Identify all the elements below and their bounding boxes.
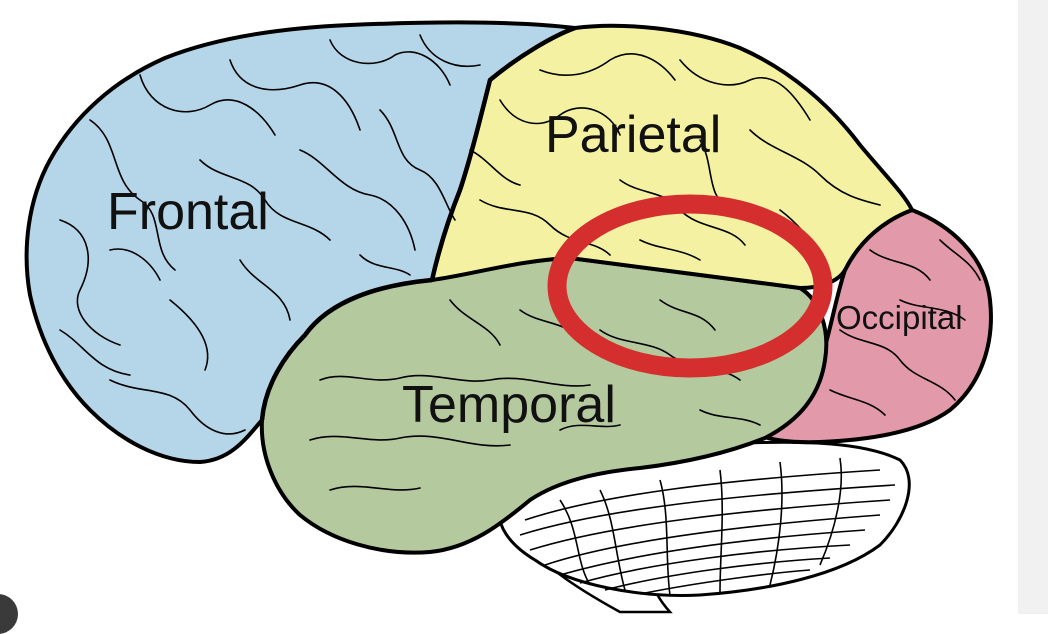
brain-diagram: Frontal Parietal Temporal Occipital: [0, 0, 1048, 614]
parietal-label: Parietal: [545, 106, 721, 164]
frontal-label: Frontal: [107, 183, 269, 241]
temporal-label: Temporal: [402, 376, 616, 434]
occipital-label: Occipital: [836, 299, 963, 336]
